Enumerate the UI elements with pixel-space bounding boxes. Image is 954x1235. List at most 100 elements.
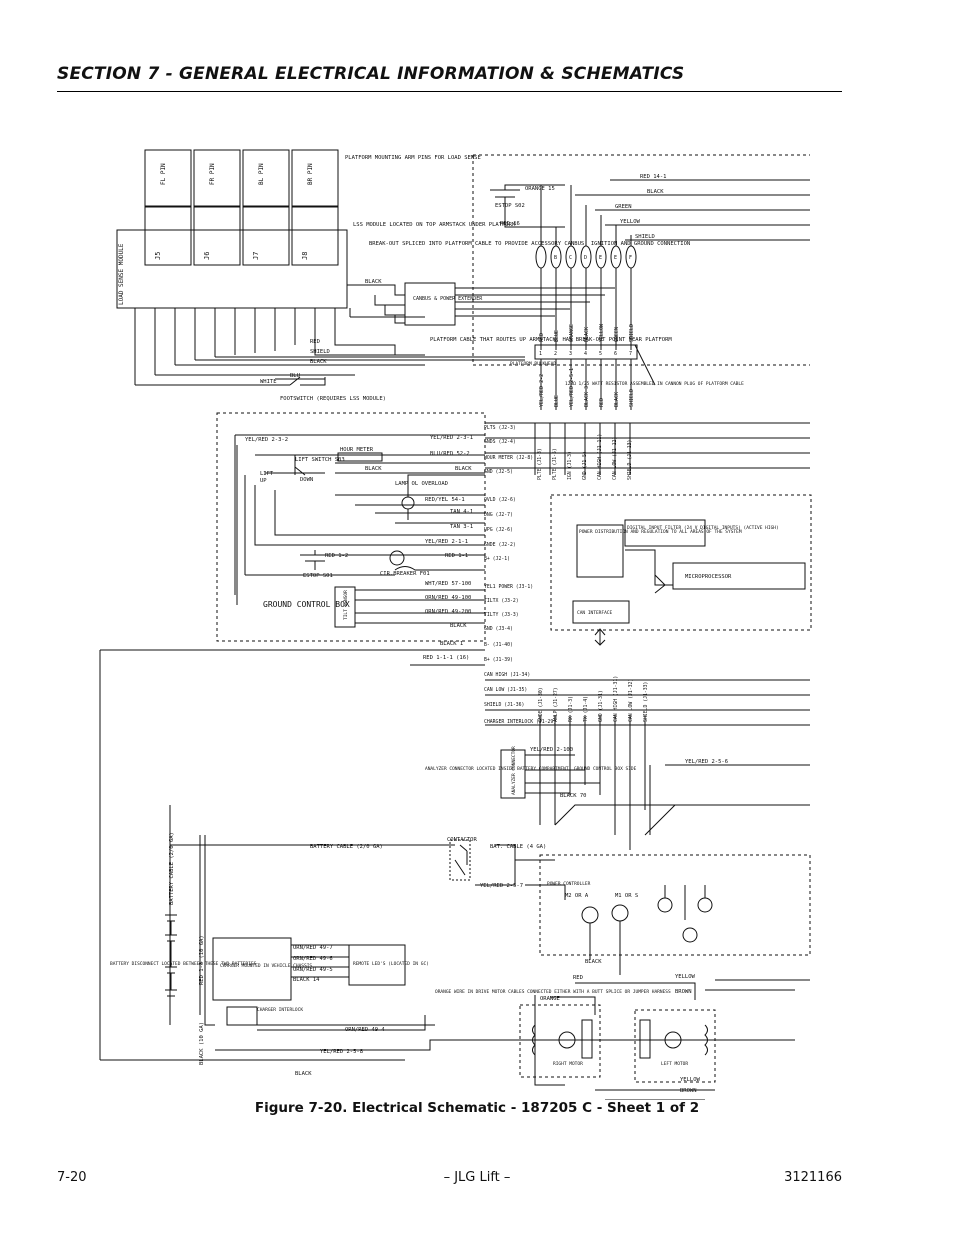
controller-pin-bottom: SHIELD (J1-33) [643, 682, 649, 722]
label-power-dist: POWER DISTRIBUTION AND REGULATION TO ALL… [579, 529, 742, 535]
contactor-box [449, 839, 471, 881]
left-brake [639, 1019, 651, 1059]
label-black-gc: BLACK [365, 466, 382, 472]
connector-letter: C [569, 255, 572, 261]
controller-pin-left: B+ (J1-39) [484, 657, 513, 663]
label-tan3-1: TAN 3-1 [450, 524, 473, 530]
label-tilt-sensor: TILT SENSOR [343, 590, 349, 620]
label-canbus-extender: CANBUS & POWER EXTENDER [413, 296, 483, 302]
controller-pin-left: GNDE (J2-2) [484, 542, 516, 548]
label-fr-pin: FR PIN [209, 163, 216, 185]
bulkhead-wire-label: YELLOW [599, 323, 605, 342]
label-orn-red-49-5: ORN/RED 49-5 [293, 967, 333, 973]
label-orn-red-100: ORN/RED 49-100 [425, 595, 471, 601]
label-platform-cable: PLATFORM CABLE THAT ROUTES UP ARMSTACK. … [430, 337, 672, 343]
right-motor [558, 1031, 576, 1049]
connector-letter: B [554, 255, 557, 261]
bulkhead-lower-label: SHIELD [629, 389, 635, 407]
controller-pin-left: CAN LOW (J1-35) [484, 687, 527, 693]
bulkhead-wire-label: ORANGE [569, 324, 575, 342]
power-distribution-box [576, 524, 624, 578]
label-yellow-motor: YELLOW [675, 974, 696, 980]
label-shield-platform: SHIELD [310, 349, 330, 355]
electrical-schematic: PLATFORM MOUNTING ARM PINS FOR LOAD SENS… [99, 149, 812, 1100]
label-brown-motor: BROWN [675, 989, 692, 995]
controller-pin-top: GND (J1-5) [582, 451, 588, 480]
label-power-controller: POWER CONTROLLER [547, 881, 591, 887]
label-estop-s02: ESTOP S02 [495, 203, 525, 209]
controller-pin-left: DNG (J2-7) [484, 512, 513, 518]
can-interface-box [572, 600, 630, 624]
controller-pin-left: SHIELD (J1-36) [484, 702, 524, 708]
controller-pin-left: GND (J3-4) [484, 626, 513, 632]
label-estop-s01: ESTOP S01 [303, 573, 333, 579]
controller-pin-bottom: RX (J1-3) [568, 696, 574, 722]
label-red1-1: RED 1-1 [445, 553, 468, 559]
controller-pin-top: CAN HIGH (J1-11) [597, 434, 603, 480]
label-battery-cable: BATTERY CABLE (2/0 GA) [310, 844, 383, 850]
label-can-interface: CAN INTERFACE [577, 610, 613, 616]
label-yellow-top: YELLOW [620, 219, 641, 225]
controller-pin-top: SHIELD (J1-13) [627, 440, 633, 480]
footswitch-symbol [255, 376, 326, 386]
label-black70: BLACK 70 [560, 793, 587, 799]
label-down: DOWN [300, 477, 313, 483]
canbus-power-extender [404, 282, 456, 326]
ground-control-box [216, 412, 486, 642]
controller-pin-bottom: ANLP (J1-27) [553, 687, 559, 722]
label-tan4-1: TAN 4-1 [450, 509, 473, 515]
microprocessor-box [672, 562, 806, 590]
j7-box [242, 206, 290, 266]
bulkhead-lower-label: BLACK [614, 392, 620, 407]
bulkhead-pin: 6 [614, 351, 617, 357]
load-sense-module-box [116, 229, 348, 309]
label-orn-red-49-4: ORN/RED 49-4 [345, 1027, 385, 1033]
controller-pin-top: PLTE (J1-5) [552, 448, 558, 480]
label-black-bottom: BLACK [295, 1071, 312, 1077]
bulkhead-pin: 7 [629, 351, 632, 357]
label-yellow-bottom: YELLOW [680, 1077, 701, 1083]
controller-pin-left: HOUR METER (J2-8) [484, 455, 533, 461]
j5-box [144, 206, 192, 266]
label-remote-leds: REMOTE LED'S (LOCATED IN GC) [353, 961, 429, 967]
label-battery-disconnect: BATTERY DISCONNECT LOCATED BETWEEN THESE… [110, 961, 257, 967]
hour-meter-box [337, 452, 383, 462]
controller-pin-bottom: CAN LOW (J1-32) [628, 679, 634, 722]
connector-letter: E [599, 255, 602, 261]
label-black-10: BLACK (10 GA) [199, 1022, 205, 1065]
label-charger: CHARGER MOUNTED IN VEHICLE CHASSIS [220, 963, 312, 969]
label-yelred-2-5-6: YEL/RED 2-5-6 [685, 759, 728, 765]
bulkhead-lower-label: YEL/RED 2-5-1 [569, 368, 575, 407]
label-red-1-3: RED 1-3 (10 GA) [199, 935, 205, 985]
label-yelred-2-100: YEL/RED 2-100 [530, 747, 573, 753]
label-black-platform: BLACK [310, 359, 327, 365]
bulkhead-wire-label: BLACK [584, 327, 590, 342]
bulkhead-lower-label: BLACK 3 [584, 386, 590, 407]
label-bl-pin: BL PIN [258, 163, 265, 185]
power-controller-box [539, 854, 811, 956]
label-lss-location: LSS MODULE LOCATED ON TOP ARMSTACK UNDER… [353, 222, 516, 228]
m2-terminal [581, 906, 599, 924]
label-orange-wire: ORANGE WIRE IN DRIVE MOTOR CABLES CONNEC… [435, 989, 671, 995]
label-black-lss: BLACK [365, 279, 382, 285]
page-number: 7-20 [57, 1170, 87, 1185]
label-microprocessor: MICROPROCESSOR [685, 574, 732, 580]
bulkhead-pin: 4 [584, 351, 587, 357]
controller-pin-bottom: TX (J1-4) [583, 696, 589, 722]
label-yelred-2-5-8: YEL/RED 2-5-8 [320, 1049, 363, 1055]
label-lift: LIFT [260, 471, 274, 477]
controller-box [485, 415, 810, 715]
label-white: WHITE [260, 379, 277, 385]
label-platform-pins: PLATFORM MOUNTING ARM PINS FOR LOAD SENS… [345, 155, 481, 161]
bulkhead-pin: 3 [569, 351, 572, 357]
bulkhead-pin: 5 [599, 351, 602, 357]
label-bat-cable: BAT. CABLE (4 GA) [490, 844, 546, 850]
label-black-motor: BLACK [585, 959, 602, 965]
label-black-top: BLACK [647, 189, 664, 195]
controller-pin-top: IGN (J1-3) [567, 451, 573, 480]
controller-pin-left: GNDS (J2-4) [484, 439, 516, 445]
controller-pin-top: CAN LOW (J1-12) [612, 437, 618, 480]
label-orn-red-49-6: ORN/RED 49-6 [293, 956, 333, 962]
label-platform-bulkhead: PLATFORM BULKHEAD [510, 361, 556, 367]
controller-internal [550, 494, 812, 631]
